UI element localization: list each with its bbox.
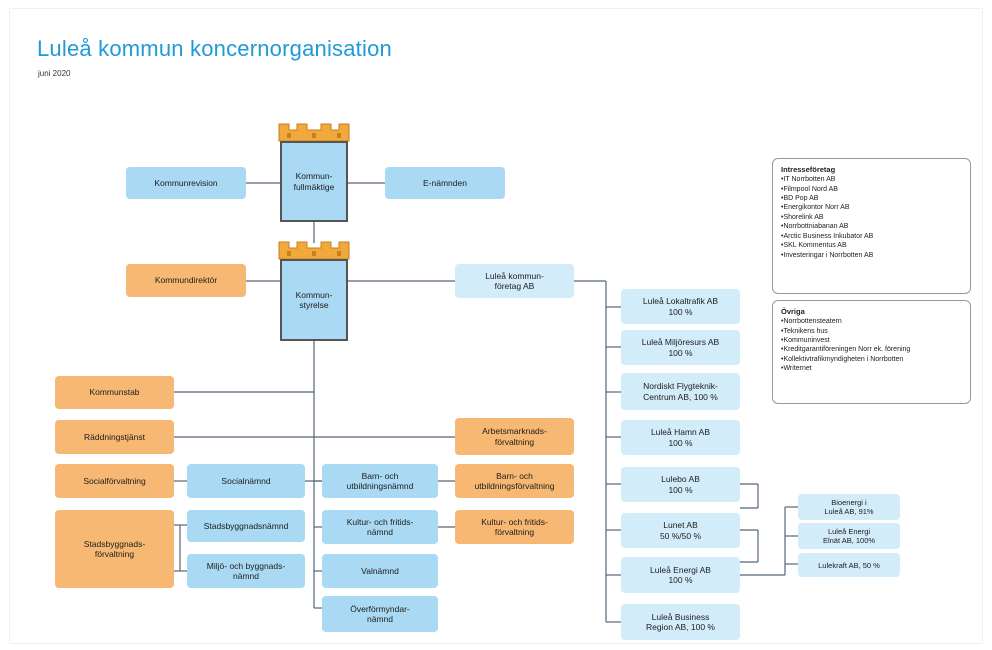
ovriga-list: Norrbottensteatern Teknikens hus Kommuni… <box>781 317 962 374</box>
intresseforetag-panel: Intresseföretag IT Norrbotten AB Filmpoo… <box>772 158 971 294</box>
list-item: SKL Kommentus AB <box>781 241 962 250</box>
kultur-fritidsnamnd-box: Kultur- och fritids- nämnd <box>322 510 438 544</box>
company-box: Luleå Energi AB 100 % <box>621 557 740 593</box>
list-item: Writernet <box>781 364 962 373</box>
overformyndarnamnd-box: Överförmyndar- nämnd <box>322 596 438 632</box>
list-item: Norrbottensteatern <box>781 317 962 326</box>
company-box: Lulebo AB 100 % <box>621 467 740 502</box>
miljo-byggnadsnamnd-box: Miljö- och byggnads- nämnd <box>187 554 305 588</box>
list-item: Teknikens hus <box>781 327 962 336</box>
stadsbyggnadsnamnd-box: Stadsbyggnadsnämnd <box>187 510 305 542</box>
intresseforetag-list: IT Norrbotten AB Filmpool Nord AB BD Pop… <box>781 175 962 260</box>
page-date: juni 2020 <box>38 69 71 78</box>
list-item: Kreditgarantiföreningen Norr ek. förenin… <box>781 345 962 354</box>
list-item: Shorelink AB <box>781 213 962 222</box>
company-box: Luleå Lokaltrafik AB 100 % <box>621 289 740 324</box>
list-item: Investeringar i Norrbotten AB <box>781 251 962 260</box>
company-box: Luleå Miljöresurs AB 100 % <box>621 330 740 365</box>
subsidiary-box: Luleå Energi Elnät AB, 100% <box>798 523 900 549</box>
raddningstjanst-box: Räddningstjänst <box>55 420 174 454</box>
subsidiary-box: Lulekraft AB, 50 % <box>798 553 900 577</box>
list-item: Norrbottniabanan AB <box>781 222 962 231</box>
list-item: Energikontor Norr AB <box>781 203 962 212</box>
socialnamnd-box: Socialnämnd <box>187 464 305 498</box>
company-box: Luleå Hamn AB 100 % <box>621 420 740 455</box>
list-item: IT Norrbotten AB <box>781 175 962 184</box>
list-item: Filmpool Nord AB <box>781 185 962 194</box>
list-item: Kollektivtrafikmyndigheten i Norrbotten <box>781 355 962 364</box>
kommunrevision-box: Kommunrevision <box>126 167 246 199</box>
company-box: Nordiskt Flygteknik- Centrum AB, 100 % <box>621 373 740 410</box>
castle-crown-icon <box>278 241 350 260</box>
company-box: Lunet AB 50 %/50 % <box>621 513 740 548</box>
kultur-fritidsforvaltning-box: Kultur- och fritids- förvaltning <box>455 510 574 544</box>
list-item: Arctic Business Inkubator AB <box>781 232 962 241</box>
company-box: Luleå Business Region AB, 100 % <box>621 604 740 640</box>
subsidiary-box: Bioenergi i Luleå AB, 91% <box>798 494 900 520</box>
e-namnden-box: E-nämnden <box>385 167 505 199</box>
socialforvaltning-box: Socialförvaltning <box>55 464 174 498</box>
barn-utbildningsforvaltning-box: Barn- och utbildningsförvaltning <box>455 464 574 498</box>
castle-crown-icon <box>278 123 350 142</box>
list-item: Kommuninvest <box>781 336 962 345</box>
barn-utbildningsnamnd-box: Barn- och utbildningsnämnd <box>322 464 438 498</box>
list-item: BD Pop AB <box>781 194 962 203</box>
ovriga-heading: Övriga <box>781 307 805 316</box>
ovriga-panel: Övriga Norrbottensteatern Teknikens hus … <box>772 300 971 404</box>
intresseforetag-heading: Intresseföretag <box>781 165 836 174</box>
arbetsmarknad-box: Arbetsmarknads- förvaltning <box>455 418 574 455</box>
valnamnd-box: Valnämnd <box>322 554 438 588</box>
page-title: Luleå kommun koncernorganisation <box>37 36 392 61</box>
kommunstyrelse-box: Kommun- styrelse <box>280 259 348 341</box>
kommundirektor-box: Kommundirektör <box>126 264 246 297</box>
kommunforetag-box: Luleå kommun- företag AB <box>455 264 574 298</box>
stadsbyggnadsforvaltning-box: Stadsbyggnads- förvaltning <box>55 510 174 588</box>
kommunfullmaktige-box: Kommun- fullmäktige <box>280 141 348 222</box>
kommunstab-box: Kommunstab <box>55 376 174 409</box>
